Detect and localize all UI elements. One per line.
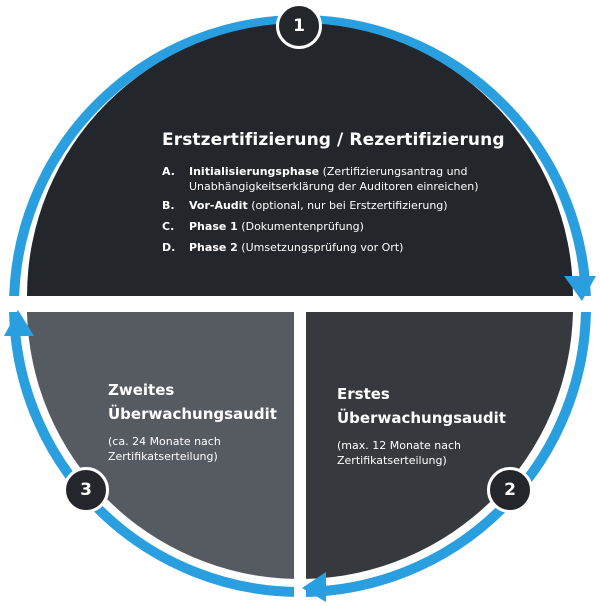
step-d-text: Phase 2 (Umsetzungsprüfung vor Ort) <box>189 240 489 255</box>
step-b-detail: (optional, nur bei Erstzertifizierung) <box>247 199 448 212</box>
phase-2-title: Erstes Überwachungsaudit <box>337 382 537 430</box>
phase-2-badge-number: 2 <box>504 480 516 500</box>
quadrant-top <box>27 23 573 296</box>
arrow-bottom-icon <box>302 572 326 602</box>
phase-3-title-line2: Überwachungsaudit <box>108 405 277 423</box>
phase-3-title-line1: Zweites <box>108 381 175 399</box>
step-c-text: Phase 1 (Dokumentenprüfung) <box>189 219 489 234</box>
phase-2-subtitle: (max. 12 Monate nach Zertifikatserteilun… <box>337 438 537 468</box>
step-d-name: Phase 2 <box>189 241 238 254</box>
phase-3-sub-line1: (ca. 24 Monate nach <box>108 435 221 448</box>
arrow-right-icon <box>564 276 596 301</box>
step-c-name: Phase 1 <box>189 220 238 233</box>
step-d-detail: (Umsetzungsprüfung vor Ort) <box>237 241 404 254</box>
phase-3-subtitle: (ca. 24 Monate nach Zertifikatserteilung… <box>108 434 308 464</box>
step-a-name: Initialisierungsphase <box>189 165 320 178</box>
step-b-name: Vor-Audit <box>189 199 248 212</box>
step-a-letter: A. <box>162 165 175 178</box>
quadrant-bottom-right <box>306 312 573 579</box>
phase-2-sub-line2: Zertifikatserteilung) <box>337 454 447 467</box>
phase-1-badge: 1 <box>276 3 322 49</box>
phase-3-title: Zweites Überwachungsaudit <box>108 378 308 426</box>
step-c-detail: (Dokumentenprüfung) <box>237 220 364 233</box>
step-c-letter: C. <box>162 220 175 233</box>
ring-gap-horizontal <box>0 296 600 312</box>
ring-gap-vertical <box>294 312 306 606</box>
phase-1-badge-number: 1 <box>293 16 305 36</box>
phase-3-label: Zweites Überwachungsaudit (ca. 24 Monate… <box>108 378 308 464</box>
step-a-detail-line2: Unabhängigkeitserklärung der Auditoren e… <box>189 180 479 193</box>
step-d-letter: D. <box>162 241 176 254</box>
phase-1-title: Erstzertifizierung / Rezertifizierung <box>162 130 505 150</box>
step-a-text: Initialisierungsphase (Zertifizierungsan… <box>189 164 489 194</box>
step-a-detail: (Zertifizierungsantrag und <box>319 165 468 178</box>
step-b-letter: B. <box>162 199 175 212</box>
step-b-text: Vor-Audit (optional, nur bei Erstzertifi… <box>189 198 489 213</box>
phase-2-title-line1: Erstes <box>337 385 390 403</box>
quadrant-bottom-left <box>27 312 294 579</box>
phase-3-sub-line2: Zertifikatserteilung) <box>108 450 218 463</box>
phase-2-label: Erstes Überwachungsaudit (max. 12 Monate… <box>337 382 537 468</box>
phase-2-badge: 2 <box>487 467 533 513</box>
phase-3-badge: 3 <box>63 467 109 513</box>
phase-2-title-line2: Überwachungsaudit <box>337 409 506 427</box>
arrow-left-icon <box>4 310 34 336</box>
phase-3-badge-number: 3 <box>80 480 92 500</box>
phase-2-sub-line1: (max. 12 Monate nach <box>337 439 461 452</box>
